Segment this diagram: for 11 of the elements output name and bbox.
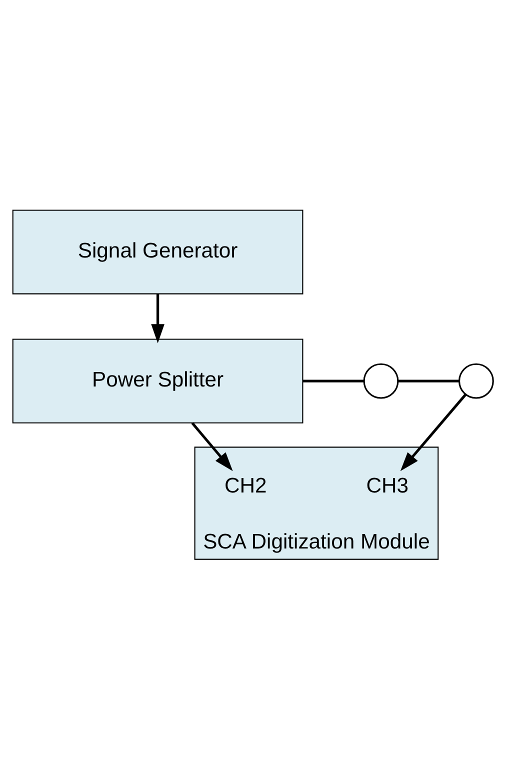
connector <box>302 379 364 382</box>
node-box: Signal Generator <box>12 209 304 294</box>
node-text: CH2 <box>224 474 267 498</box>
arrow <box>400 393 467 471</box>
node-box: Power Splitter <box>12 338 304 423</box>
node-circle <box>458 362 494 398</box>
node-text: CH3 <box>366 474 408 498</box>
arrow <box>151 293 164 343</box>
arrow <box>191 422 233 471</box>
connector <box>398 379 460 382</box>
node-circle <box>363 362 399 398</box>
